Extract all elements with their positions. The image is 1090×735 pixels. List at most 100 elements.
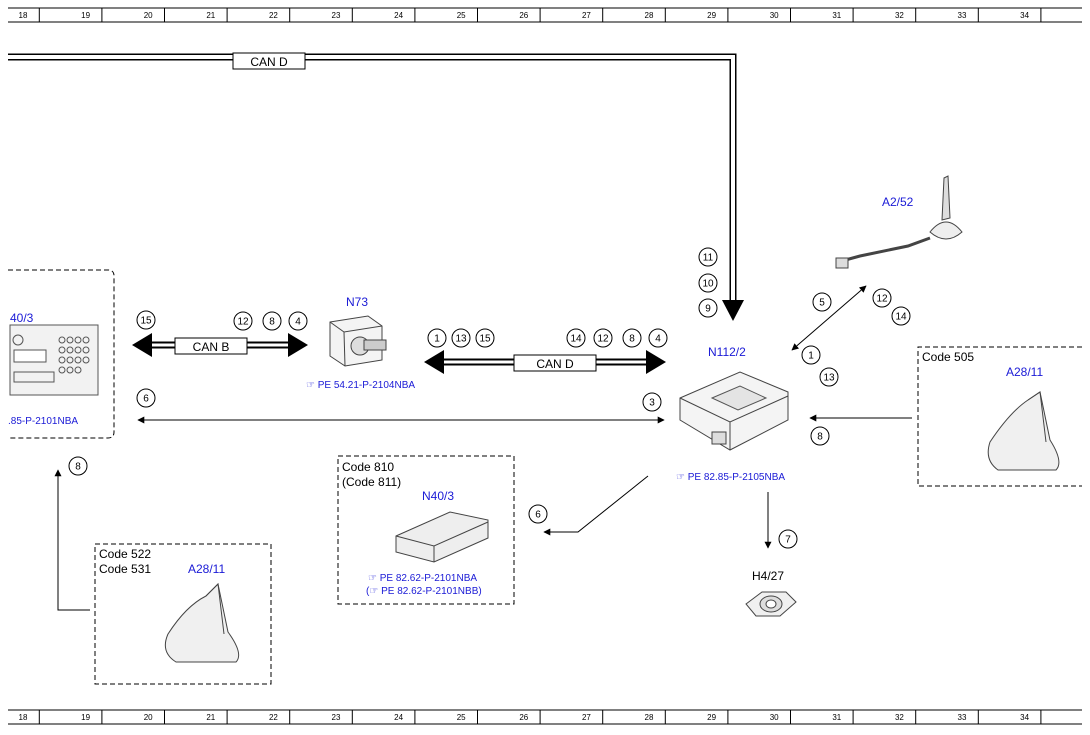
n40-center-arrow (543, 475, 649, 536)
can-d-mid-bus: CAN D (424, 350, 666, 374)
ruler-number: 23 (332, 11, 341, 20)
callout-circle: 3 (642, 392, 662, 412)
n112-module: N112/2 ☞ PE 82.85-P-2105NBA (676, 345, 789, 483)
antenna-connection (791, 285, 867, 351)
callout-circle: 8 (622, 328, 642, 348)
can-d-top-bus: CAN D (8, 52, 744, 321)
a28-left-code1: Code 522 (99, 547, 151, 561)
a28-11-right-box: Code 505 A28/11 (917, 346, 1082, 487)
callout-circle: 6 (136, 388, 156, 408)
callout-circle: 13 (451, 328, 471, 348)
n40-center-ref1: ☞ PE 82.62-P-2101NBA (368, 573, 477, 584)
callout-circle: 6 (528, 504, 548, 524)
callout-circle: 8 (262, 311, 282, 331)
ruler-number: 34 (1020, 713, 1029, 722)
n112-name: N112/2 (708, 345, 746, 359)
ruler-number: 32 (895, 713, 904, 722)
ruler-number: 25 (457, 713, 466, 722)
ruler-number: 28 (645, 11, 654, 20)
ruler-number: 23 (332, 713, 341, 722)
ruler-number: 22 (269, 713, 278, 722)
ruler-number: 20 (144, 713, 153, 722)
svg-text:15: 15 (140, 316, 152, 327)
ruler-number: 30 (770, 713, 779, 722)
n40-center-code2: (Code 811) (342, 475, 401, 489)
h4-27-speaker: H4/27 (745, 569, 797, 617)
ruler-number: 26 (519, 713, 528, 722)
callout-circle: 15 (136, 310, 156, 330)
svg-text:13: 13 (823, 373, 835, 384)
ruler-number: 18 (19, 11, 28, 20)
ruler-number: 33 (958, 713, 967, 722)
svg-text:14: 14 (895, 312, 907, 323)
ruler-number: 29 (707, 11, 716, 20)
svg-text:6: 6 (535, 510, 541, 521)
a28-left-name: A28/11 (188, 562, 225, 576)
callout-circle: 15 (475, 328, 495, 348)
svg-text:1: 1 (808, 351, 814, 362)
callout-circle: 12 (593, 328, 613, 348)
callout-circle: 14 (891, 306, 911, 326)
ruler-number: 32 (895, 11, 904, 20)
ruler-number: 33 (958, 11, 967, 20)
n112-ref: ☞ PE 82.85-P-2105NBA (676, 472, 785, 483)
svg-text:4: 4 (295, 317, 301, 328)
h4-name: H4/27 (752, 569, 784, 583)
callout-circle: 1 (427, 328, 447, 348)
callout-circle: 10 (698, 273, 718, 293)
ruler-number: 27 (582, 11, 591, 20)
n40-center-code1: Code 810 (342, 460, 394, 474)
callout-circle: 1 (801, 345, 821, 365)
left-radio-box: 40/3 .85-P-2101NBA (8, 269, 115, 439)
callout-circle: 13 (819, 367, 839, 387)
a28-11-left-box: Code 522 Code 531 A28/11 (94, 543, 272, 685)
svg-text:5: 5 (819, 298, 825, 309)
ruler-number: 21 (206, 11, 215, 20)
callout-circle: 12 (233, 311, 253, 331)
ruler-number: 21 (206, 713, 215, 722)
ruler-number: 28 (645, 713, 654, 722)
callout-circle: 12 (872, 288, 892, 308)
n73-name: N73 (346, 295, 368, 309)
svg-text:8: 8 (817, 432, 823, 443)
svg-text:12: 12 (597, 334, 609, 345)
n40-center-ref2: (☞ PE 82.62-P-2101NBB) (366, 586, 482, 597)
a2-52-name: A2/52 (882, 195, 914, 209)
svg-text:12: 12 (237, 317, 249, 328)
svg-text:1: 1 (434, 334, 440, 345)
n40-left-name: 40/3 (10, 311, 34, 325)
a28-right-name: A28/11 (1006, 365, 1043, 379)
n40-3-center-box: Code 810 (Code 811) N40/3 ☞ PE 82.62-P-2… (337, 455, 515, 605)
svg-text:3: 3 (649, 398, 655, 409)
svg-text:9: 9 (705, 304, 711, 315)
can-b-label: CAN B (193, 340, 230, 354)
callout-circle: 4 (288, 311, 308, 331)
callout-circle: 11 (698, 247, 718, 267)
a28-left-arrow (54, 469, 90, 611)
ruler-number: 30 (770, 11, 779, 20)
svg-text:15: 15 (479, 334, 491, 345)
a28-left-code2: Code 531 (99, 562, 151, 576)
svg-text:11: 11 (703, 253, 714, 264)
svg-text:12: 12 (876, 294, 888, 305)
callout-circle: 7 (778, 529, 798, 549)
svg-text:8: 8 (629, 334, 635, 345)
ruler-number: 22 (269, 11, 278, 20)
svg-text:7: 7 (785, 535, 791, 546)
a2-52-antenna: A2/52 (835, 175, 963, 269)
n40-center-name: N40/3 (422, 489, 454, 503)
svg-text:8: 8 (75, 462, 81, 473)
n40-left-ref: .85-P-2101NBA (8, 416, 78, 427)
n73-ignition-switch: N73 ☞ PE 54.21-P-2104NBA (306, 295, 415, 391)
can-b-bus: CAN B (132, 333, 308, 357)
callout-circle: 14 (566, 328, 586, 348)
callout-circle: 9 (698, 298, 718, 318)
ruler-number: 27 (582, 713, 591, 722)
ruler-number: 24 (394, 713, 403, 722)
ruler-number: 19 (81, 713, 90, 722)
can-d-top-label: CAN D (250, 55, 288, 69)
